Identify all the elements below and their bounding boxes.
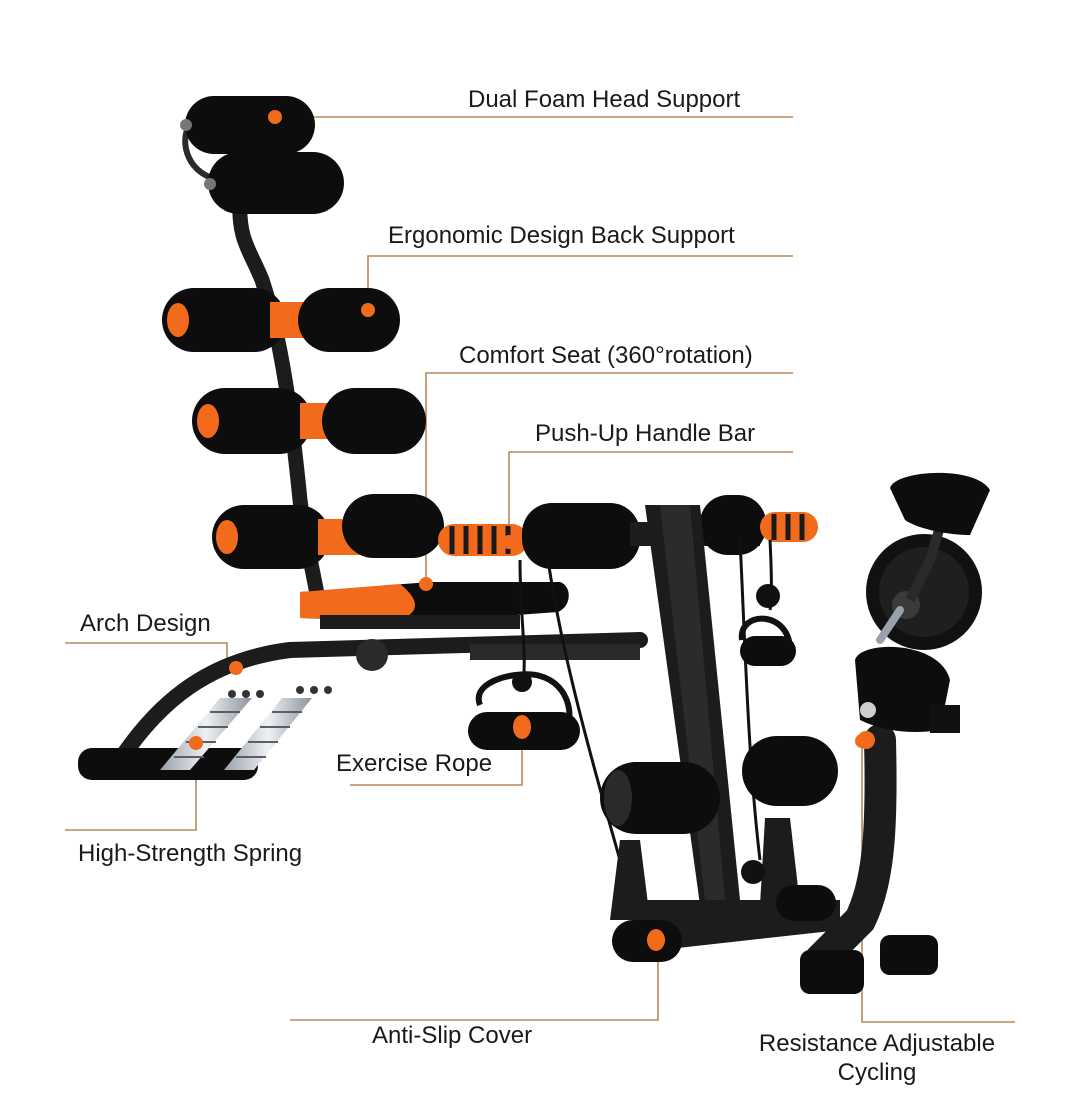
dot-arch-design [229, 661, 243, 675]
leg-rollers [600, 736, 838, 920]
dot-push-up-bar [502, 535, 516, 549]
leader-cycling [861, 741, 1015, 1023]
label-back-support: Ergonomic Design Back Support [388, 222, 735, 249]
callout-dots [189, 110, 869, 947]
label-anti-slip: Anti-Slip Cover [372, 1022, 533, 1049]
label-comfort-seat: Comfort Seat (360°rotation) [459, 342, 753, 369]
dot-cycling [855, 734, 869, 748]
leader-push-up-bar [508, 451, 793, 540]
label-cycling-line1: Resistance Adjustable [758, 1030, 996, 1057]
dot-spring [189, 736, 203, 750]
label-cycling: Resistance Adjustable Cycling [732, 1030, 1022, 1088]
push-up-handle-bar [438, 495, 818, 569]
leader-back-support [367, 255, 793, 308]
label-push-up-bar: Push-Up Handle Bar [535, 420, 756, 447]
label-head-support: Dual Foam Head Support [468, 86, 741, 113]
leader-anti-slip [290, 940, 659, 1021]
label-exercise-rope: Exercise Rope [336, 750, 493, 777]
back-support-rollers [162, 288, 444, 569]
dot-exercise-rope [515, 720, 529, 734]
dot-comfort-seat [419, 577, 433, 591]
label-cycling-line2: Cycling [837, 1058, 917, 1086]
head-support-rollers [180, 96, 344, 214]
label-arch-design: Arch Design [80, 610, 211, 637]
label-spring: High-Strength Spring [78, 840, 303, 867]
floor-base [612, 860, 840, 962]
high-strength-springs [160, 686, 332, 770]
dot-back-support [361, 303, 375, 317]
leader-arch-design [65, 642, 228, 668]
dot-head-support [268, 110, 282, 124]
dot-anti-slip [651, 933, 665, 947]
comfort-seat [300, 582, 569, 629]
central-column [645, 505, 740, 905]
cycling-unit [800, 472, 990, 994]
